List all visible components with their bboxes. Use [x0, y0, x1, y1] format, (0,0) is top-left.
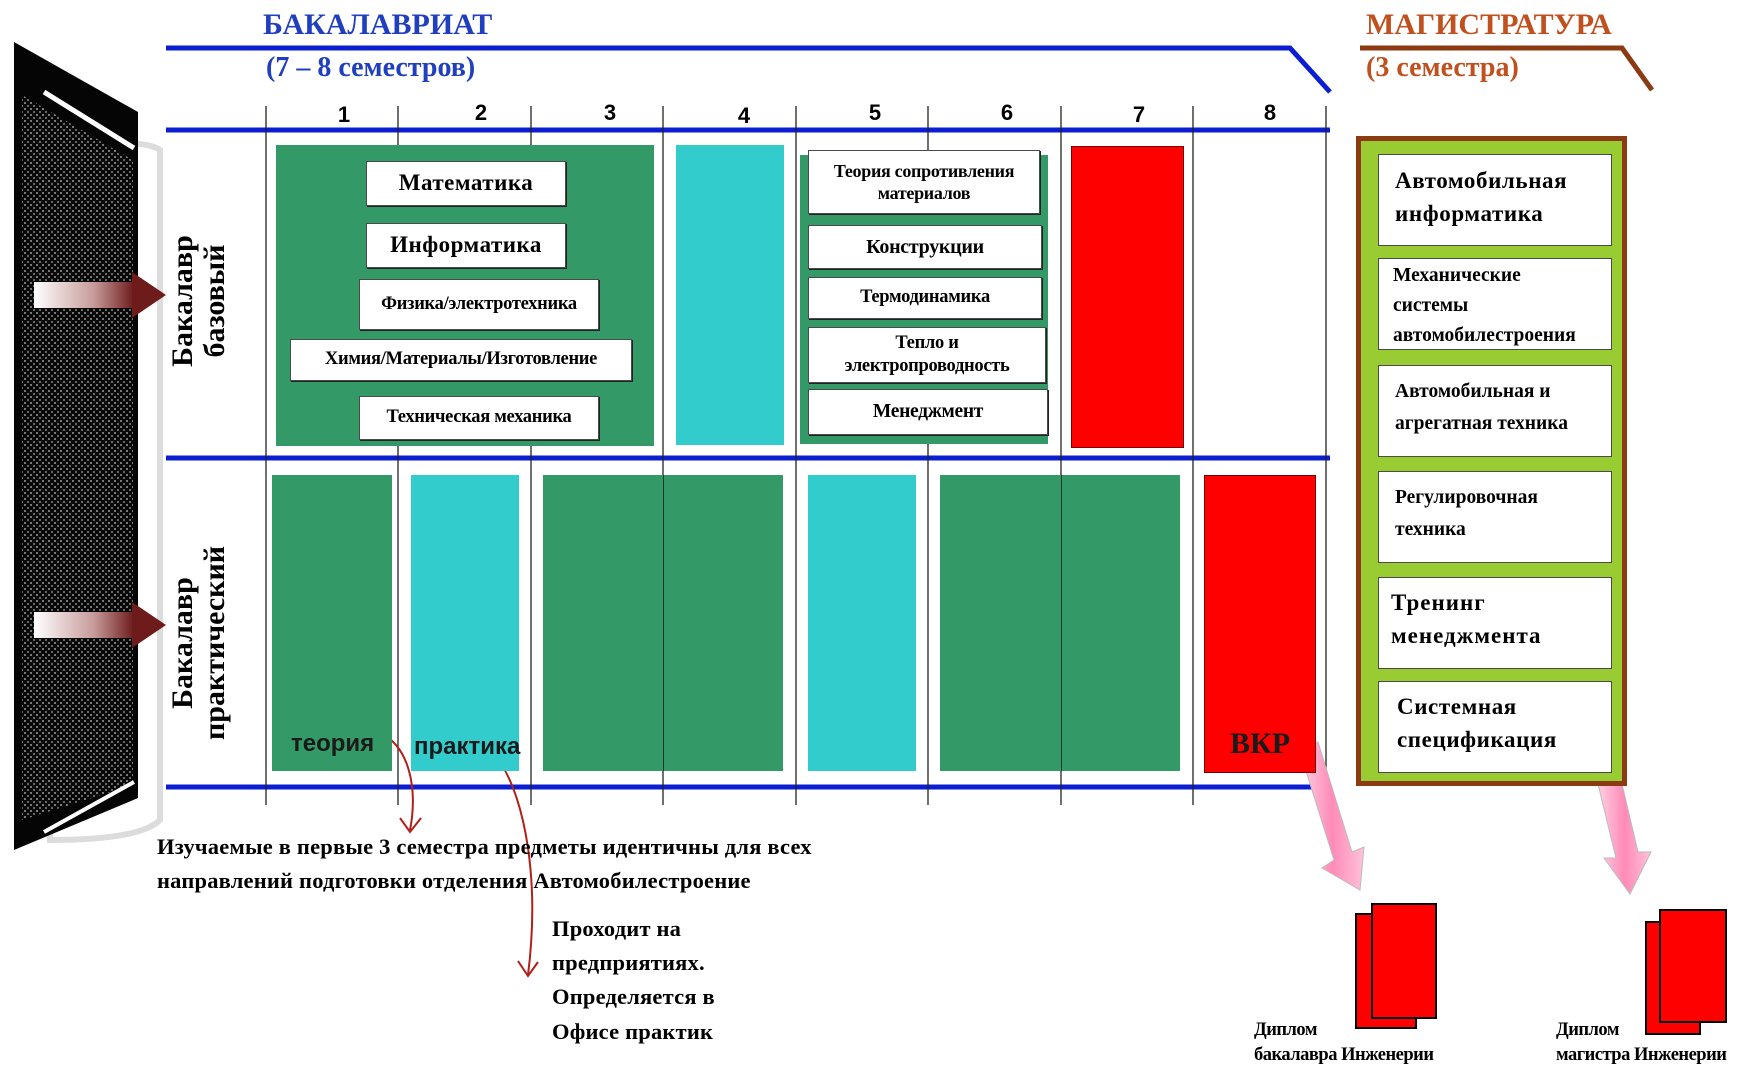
master-header-line [1360, 45, 1655, 92]
entry-arrow-practical [34, 602, 166, 648]
row-label-practical: Бакалавр практический [166, 545, 231, 741]
note-identical-subjects: Изучаемые в первые 3 семестра предметы и… [157, 834, 812, 894]
bachelor-title: БАКАЛАВРИАТ [263, 8, 493, 41]
row-label-basic: Бакалавр базовый [166, 235, 231, 367]
subject-box: Теория сопротивления материалов [808, 150, 1040, 214]
subject-box: Физика/электротехника [359, 279, 599, 330]
entry-arrow-basic [34, 272, 166, 318]
semester-number: 4 [737, 103, 751, 128]
master-module: Регулировочная техника [1378, 471, 1612, 563]
semester-number: 1 [337, 102, 351, 127]
entry-panel [14, 42, 163, 850]
master-module: Механические системы автомобилестроения [1378, 258, 1612, 350]
master-program-panel: Автомобильная информатика Механические с… [1356, 136, 1627, 786]
divider-overlay [663, 475, 665, 771]
subject-box: Тепло и электропроводность [808, 327, 1046, 383]
practical-practice-sem-2 [411, 475, 519, 771]
master-module: Автомобильная и агрегатная техника [1378, 365, 1612, 457]
master-title: МАГИСТРАТУРА [1366, 8, 1612, 41]
master-duration: (3 семестра) [1366, 52, 1519, 83]
master-diploma-icon [1645, 909, 1727, 1035]
practical-theory-sem-6-7 [940, 475, 1180, 771]
semester-number: 2 [474, 100, 488, 125]
basic-block-sem-7 [1071, 146, 1184, 448]
subject-box: Химия/Материалы/Изготовление [290, 339, 632, 381]
practice-tag: практика [414, 733, 521, 760]
semester-number: 3 [603, 100, 617, 125]
master-diploma-arrow [1597, 783, 1652, 895]
practical-theory-sem-1 [272, 475, 392, 771]
subject-box: Конструкции [808, 225, 1042, 269]
divider-overlay [1061, 475, 1063, 771]
subject-box: Менеджмент [808, 389, 1048, 435]
theory-tag: теория [291, 730, 375, 757]
subject-box: Техническая механика [359, 396, 599, 440]
bachelor-diploma-arrow [1299, 741, 1365, 891]
master-diploma-label: Диплом магистра Инженерии [1556, 1020, 1727, 1065]
master-module: Системная спецификация [1378, 681, 1612, 773]
subject-box: Математика [366, 161, 566, 206]
semester-number: 7 [1132, 102, 1146, 127]
bachelor-header-line [166, 45, 1332, 94]
bachelor-duration: (7 – 8 семестров) [266, 52, 476, 83]
practical-practice-sem-5 [808, 475, 916, 771]
semester-number: 5 [868, 100, 882, 125]
bachelor-diploma-icon [1355, 903, 1437, 1029]
subject-box: Информатика [366, 223, 566, 268]
master-module: Тренинг менеджмента [1378, 577, 1612, 669]
semester-number: 6 [1000, 100, 1014, 125]
subject-box: Термодинамика [808, 277, 1042, 319]
bachelor-diploma-label: Диплом бакалавра Инженерии [1254, 1020, 1434, 1065]
semester-number: 8 [1263, 100, 1277, 125]
master-module: Автомобильная информатика [1378, 154, 1612, 246]
note-practice-location: Проходит на предприятиях. Определяется в… [552, 916, 715, 1044]
thesis-tag: ВКР [1230, 727, 1291, 760]
practical-thesis-sem-8 [1204, 475, 1316, 773]
practice-callout-arrow [499, 761, 534, 976]
basic-block-sem-4 [676, 145, 784, 445]
